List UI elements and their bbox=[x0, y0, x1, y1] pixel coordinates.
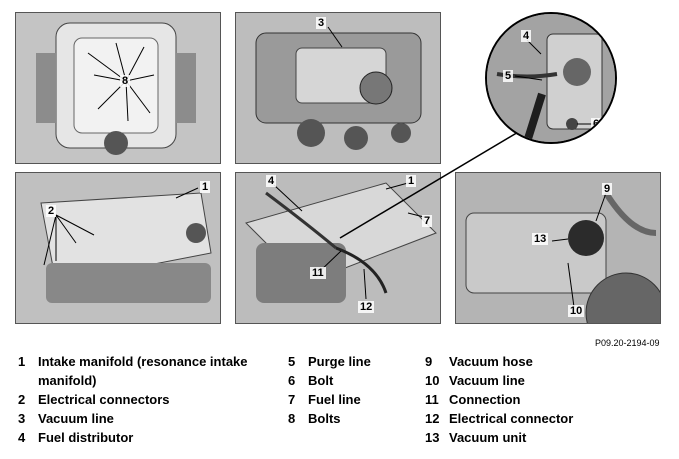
callout-3: 3 bbox=[316, 17, 327, 29]
callout-4: 4 bbox=[521, 30, 532, 42]
callout-10: 10 bbox=[568, 305, 585, 317]
callout-5: 5 bbox=[503, 70, 514, 82]
callout-1: 1 bbox=[406, 175, 417, 187]
photo-fuel-distributor: 4 1 7 11 12 bbox=[235, 172, 441, 324]
inset-illustration bbox=[487, 14, 615, 142]
photo-intake-top-view: 8 bbox=[15, 12, 221, 164]
callout-8: 8 bbox=[120, 75, 131, 87]
photo-manifold-connectors: 1 2 bbox=[15, 172, 221, 324]
figure-reference: P09.20-2194-09 bbox=[595, 338, 660, 348]
photo-vacuum-unit: 9 13 10 bbox=[455, 172, 661, 324]
callout-7: 7 bbox=[422, 215, 433, 227]
engine-illustration bbox=[16, 13, 220, 163]
inset-detail-circle: 4 5 6 bbox=[485, 12, 617, 144]
callout-12: 12 bbox=[358, 301, 375, 313]
callout-11: 11 bbox=[310, 267, 326, 279]
engine-illustration bbox=[236, 13, 440, 163]
engine-illustration bbox=[456, 173, 660, 323]
engine-illustration bbox=[16, 173, 220, 323]
engine-illustration bbox=[236, 173, 440, 323]
callout-9: 9 bbox=[602, 183, 613, 195]
callout-4: 4 bbox=[266, 175, 277, 187]
callout-2: 2 bbox=[46, 205, 57, 217]
photo-engine-vacuum-line: 3 bbox=[235, 12, 441, 164]
callout-1: 1 bbox=[200, 181, 211, 193]
callout-13: 13 bbox=[532, 233, 549, 245]
callout-6: 6 bbox=[591, 118, 602, 130]
